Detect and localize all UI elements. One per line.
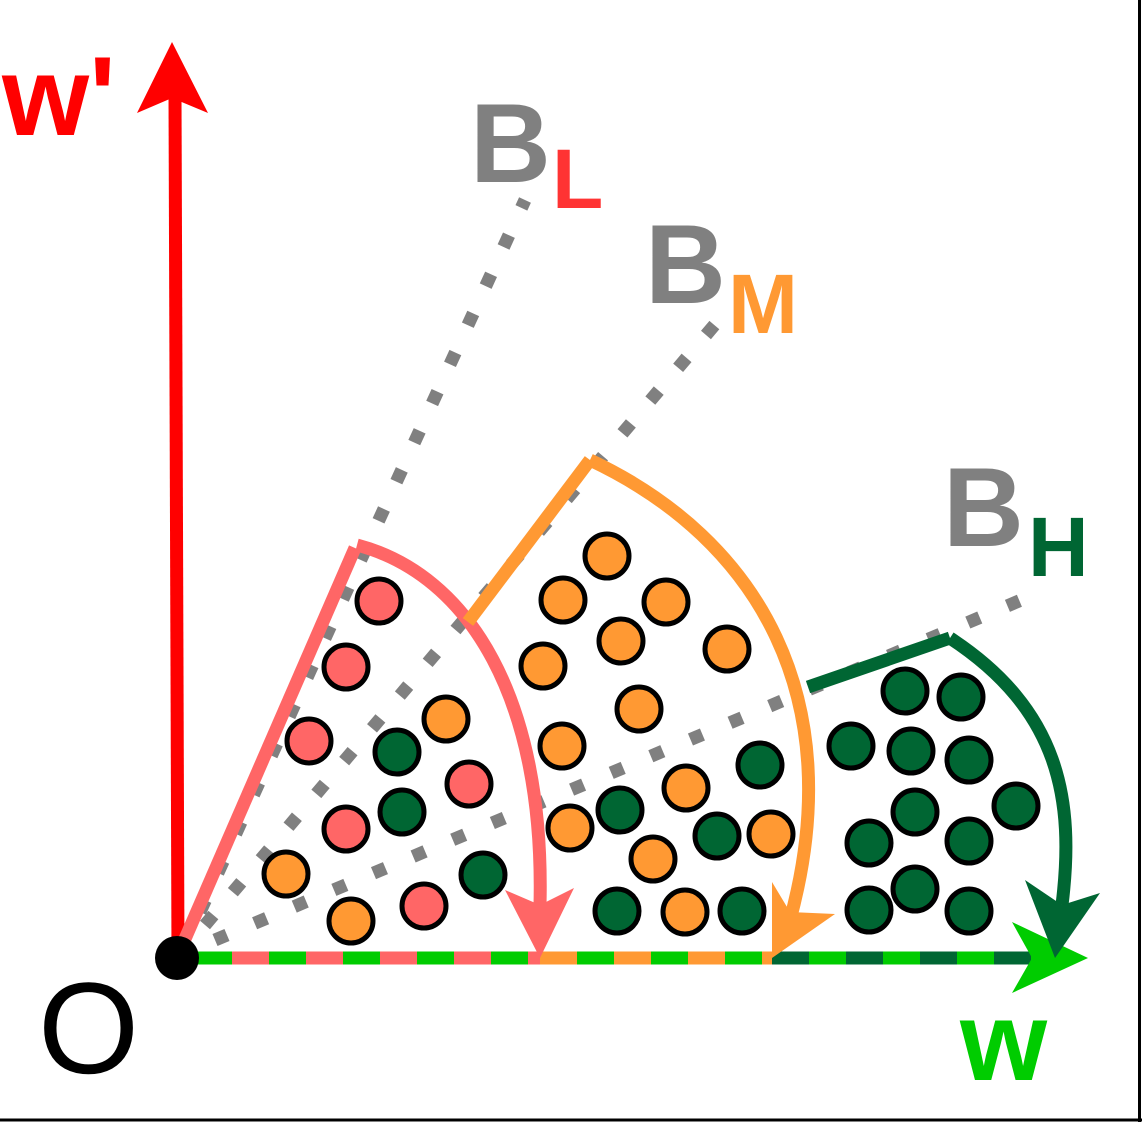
particle-high (890, 864, 940, 914)
particle-low (399, 881, 449, 931)
particle-high (890, 787, 940, 837)
boundary-label-medium: B M (645, 202, 798, 351)
particle-medium (261, 849, 311, 899)
particle-high (944, 735, 994, 785)
particle-medium (582, 531, 632, 581)
particle-high (844, 885, 894, 935)
particle-high (592, 886, 642, 936)
particle-high (372, 727, 422, 777)
y-axis-arrowhead-icon (137, 42, 208, 113)
boundary-ray-medium (200, 317, 722, 930)
svg-text:H: H (1028, 500, 1089, 594)
particle-medium (538, 575, 588, 625)
particle-medium (702, 624, 752, 674)
particle-medium (628, 834, 678, 884)
particle-low (321, 642, 371, 692)
svg-text:M: M (728, 257, 798, 351)
particle-medium (660, 887, 710, 937)
arrowhead-low-icon (505, 888, 574, 958)
particle-medium (326, 896, 376, 946)
origin-point (155, 936, 199, 980)
particle-high (377, 787, 427, 837)
svg-text:B: B (943, 445, 1024, 570)
particle-high (717, 886, 767, 936)
particles-medium (261, 531, 796, 946)
origin-label: O (38, 955, 139, 1101)
particle-high (844, 818, 894, 868)
particle-high (692, 811, 742, 861)
particle-high (880, 666, 930, 716)
particle-high (991, 781, 1041, 831)
x-axis-label: w (959, 979, 1048, 1104)
y-axis (137, 42, 208, 959)
particle-low (321, 804, 371, 854)
particle-medium (596, 616, 646, 666)
particle-high (458, 850, 508, 900)
particle-medium (614, 684, 664, 734)
particle-medium (641, 577, 691, 627)
particle-high (936, 672, 986, 722)
particle-medium (545, 803, 595, 853)
particle-high (944, 886, 994, 936)
boundary-label-high: B H (943, 445, 1089, 594)
particle-medium (661, 763, 711, 813)
particles-low (284, 576, 494, 931)
particle-low (444, 759, 494, 809)
region-low (172, 538, 574, 958)
svg-text:B: B (645, 202, 726, 327)
region-high (805, 631, 1100, 958)
svg-text:B: B (470, 81, 551, 206)
x-axis-arrowhead-icon (1012, 922, 1088, 993)
boundary-label-low: B L (470, 81, 603, 226)
x-axis (180, 922, 1088, 993)
particles-high (372, 666, 1041, 936)
particle-medium (746, 809, 796, 859)
region-medium (462, 454, 835, 958)
particle-low (354, 576, 404, 626)
y-axis-label: w' (1, 34, 116, 159)
particle-low (284, 716, 334, 766)
arrowhead-high-icon (1025, 880, 1100, 958)
particle-medium (518, 641, 568, 691)
particle-high (826, 721, 876, 771)
particle-high (886, 726, 936, 776)
arrowhead-medium-icon (772, 882, 835, 958)
svg-text:L: L (552, 132, 603, 226)
particle-medium (421, 694, 471, 744)
particle-high (944, 816, 994, 866)
particle-medium (537, 721, 587, 771)
particle-high (735, 740, 785, 790)
particle-high (595, 785, 645, 835)
